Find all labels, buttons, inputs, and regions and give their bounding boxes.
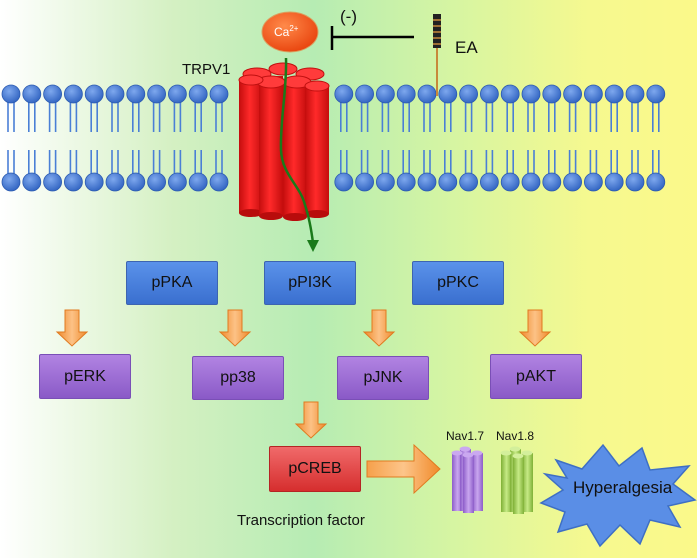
calcium-influx-path (279, 57, 315, 244)
phospholipid-head (542, 172, 562, 192)
phospholipid-head (1, 172, 21, 192)
phospholipid-head (334, 172, 354, 192)
phospholipid-head (479, 84, 499, 104)
calcium-charge: 2+ (289, 24, 299, 33)
phospholipid-head (459, 84, 479, 104)
phospholipid-head (584, 172, 603, 192)
ea-label: EA (455, 38, 478, 57)
phospholipid-head (625, 84, 645, 104)
phospholipid-head (417, 172, 437, 192)
phospholipid-head (43, 84, 62, 104)
phospholipid-head (604, 172, 624, 192)
phospholipid-head (375, 172, 395, 192)
phospholipid-head (521, 172, 541, 192)
mapk-box-pp38: pp38 (192, 356, 284, 400)
inhibition-symbol (330, 26, 414, 50)
nav17-label: Nav1.7 (446, 429, 485, 443)
phospholipid-head (646, 84, 666, 104)
phospholipid-head (209, 172, 229, 192)
downward-arrow (294, 401, 328, 439)
phospholipid-head (126, 172, 146, 192)
phospholipid-head (1, 84, 21, 104)
trpv1-channel (238, 62, 330, 221)
phospholipid-head (584, 84, 603, 104)
calcium-ion (261, 11, 319, 53)
hyperalgesia-starburst (539, 443, 697, 548)
phospholipid-head (43, 172, 62, 192)
mapk-box-perk: pERK (39, 354, 131, 399)
phospholipid-head (417, 84, 437, 104)
phospholipid-head (396, 172, 416, 192)
nav18-label: Nav1.8 (496, 429, 535, 443)
phospholipid-head (84, 84, 104, 104)
phospholipid-head (64, 84, 83, 104)
phospholipid-head (209, 84, 229, 104)
inhibition-label: (-) (340, 7, 357, 26)
phospholipid-head (105, 172, 125, 192)
phospholipid-head (542, 84, 562, 104)
mapk-box-pjnk: pJNK (337, 356, 429, 400)
kinase-box-ppka: pPKA (126, 261, 218, 305)
downward-arrows (55, 309, 552, 439)
membrane-phospholipid-heads (1, 84, 666, 192)
kinase-box-ppi3k: pPI3K (264, 261, 356, 305)
phospholipid-head (563, 172, 582, 192)
phospholipid-head (147, 172, 167, 192)
calcium-label: Ca2+ (274, 24, 298, 39)
trpv1-label: TRPV1 (182, 61, 231, 78)
phospholipid-head (646, 172, 666, 192)
nav17-channel (451, 446, 483, 513)
phospholipid-head (147, 84, 167, 104)
nav18-channel (500, 446, 533, 514)
acupuncture-needle-icon (433, 14, 441, 96)
kinase-box-ppkc: pPKC (412, 261, 504, 305)
phospholipid-head (521, 84, 541, 104)
phospholipid-head (438, 84, 458, 104)
phospholipid-head (126, 84, 146, 104)
phospholipid-head (188, 172, 208, 192)
calcium-influx-arrowhead (307, 240, 319, 252)
transcription-factor-label: Transcription factor (237, 512, 365, 529)
membrane-lipid-tails (7, 102, 660, 176)
phospholipid-head (396, 84, 416, 104)
downward-arrow (518, 309, 552, 347)
calcium-symbol: Ca (274, 25, 290, 39)
phospholipid-head (167, 84, 187, 104)
phospholipid-head (438, 172, 458, 192)
phospholipid-head (459, 172, 479, 192)
phospholipid-head (500, 84, 520, 104)
phospholipid-head (563, 84, 582, 104)
phospholipid-head (604, 84, 624, 104)
phospholipid-head (188, 84, 208, 104)
creb-to-nav-arrow (366, 443, 441, 495)
phospholipid-head (355, 84, 375, 104)
downward-arrow (218, 309, 252, 347)
phospholipid-head (625, 172, 645, 192)
phospholipid-head (167, 172, 187, 192)
mapk-box-pakt: pAKT (490, 354, 582, 399)
phospholipid-head (479, 172, 499, 192)
downward-arrow (55, 309, 89, 347)
phospholipid-head (375, 84, 395, 104)
phospholipid-head (500, 172, 520, 192)
phospholipid-head (334, 84, 354, 104)
phospholipid-head (22, 172, 42, 192)
phospholipid-head (355, 172, 375, 192)
phospholipid-head (22, 84, 42, 104)
phospholipid-head (105, 84, 125, 104)
hyperalgesia-label: Hyperalgesia (573, 478, 673, 497)
downward-arrow (362, 309, 396, 347)
phospholipid-head (64, 172, 83, 192)
creb-box: pCREB (269, 446, 361, 492)
phospholipid-head (84, 172, 104, 192)
